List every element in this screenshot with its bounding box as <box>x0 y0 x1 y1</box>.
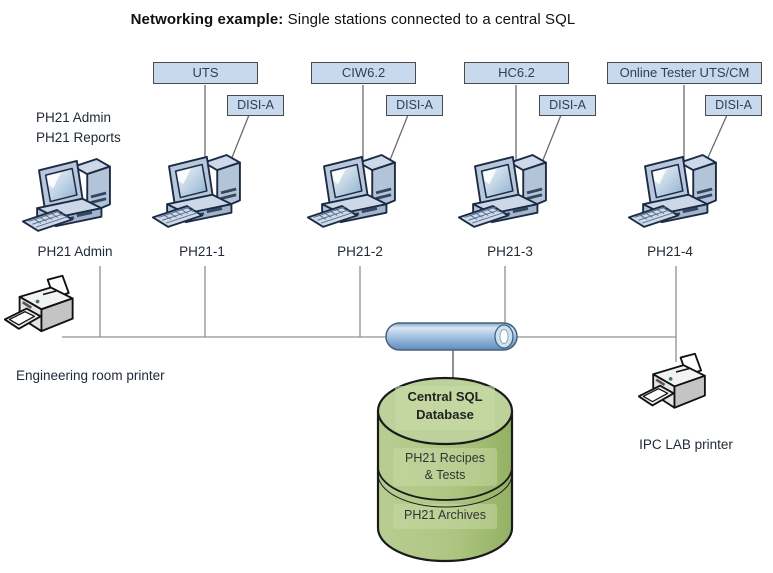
appbox-connector-lines <box>204 85 685 162</box>
db-content-line2: & Tests <box>424 468 466 482</box>
disi-box-1: DISI-A <box>227 95 284 116</box>
app-box-uts: UTS <box>153 62 258 84</box>
diagram-title: Networking example: Single stations conn… <box>0 11 706 28</box>
db-content: PH21 Recipes & Tests <box>378 450 512 484</box>
diagram-title-bold: Networking example: <box>130 11 284 28</box>
admin-note: PH21 Admin PH21 Reports <box>36 108 121 148</box>
admin-note-line1: PH21 Admin <box>36 110 112 125</box>
station-label-ph21-2: PH21-2 <box>337 244 383 259</box>
admin-note-line2: PH21 Reports <box>36 130 121 145</box>
disi-box-3: DISI-A <box>539 95 596 116</box>
computer-icon-ph21-3 <box>458 153 548 229</box>
station-drop-lines <box>99 266 677 362</box>
app-box-online-tester: Online Tester UTS/CM <box>607 62 762 84</box>
computer-icon-admin <box>22 157 112 233</box>
computer-icon-ph21-4 <box>628 153 718 229</box>
station-label-admin: PH21 Admin <box>37 244 113 259</box>
app-box-ciw: CIW6.2 <box>311 62 416 84</box>
db-archive: PH21 Archives <box>404 508 486 522</box>
db-content-line1: PH21 Recipes <box>405 451 485 465</box>
station-label-ph21-1: PH21-1 <box>179 244 225 259</box>
printer-icon-engineering <box>4 274 75 333</box>
diagram-title-rest: Single stations connected to a central S… <box>283 11 576 28</box>
disi-box-4: DISI-A <box>705 95 762 116</box>
printer-label-ipc-lab: IPC LAB printer <box>639 437 733 452</box>
station-label-ph21-3: PH21-3 <box>487 244 533 259</box>
db-name-line1: Central SQL <box>407 389 483 404</box>
db-name-line2: Database <box>416 407 474 422</box>
db-name: Central SQL Database <box>378 388 512 424</box>
computer-icon-ph21-1 <box>152 153 242 229</box>
printer-label-engineering: Engineering room printer <box>16 368 165 383</box>
station-label-ph21-4: PH21-4 <box>647 244 693 259</box>
disi-connector-lines <box>230 114 728 163</box>
computer-icon-ph21-2 <box>307 153 397 229</box>
app-box-hc: HC6.2 <box>464 62 569 84</box>
database-cylinder <box>376 376 514 563</box>
disi-box-2: DISI-A <box>386 95 443 116</box>
printer-icon-ipc-lab <box>638 352 707 410</box>
network-pipe <box>385 322 518 351</box>
